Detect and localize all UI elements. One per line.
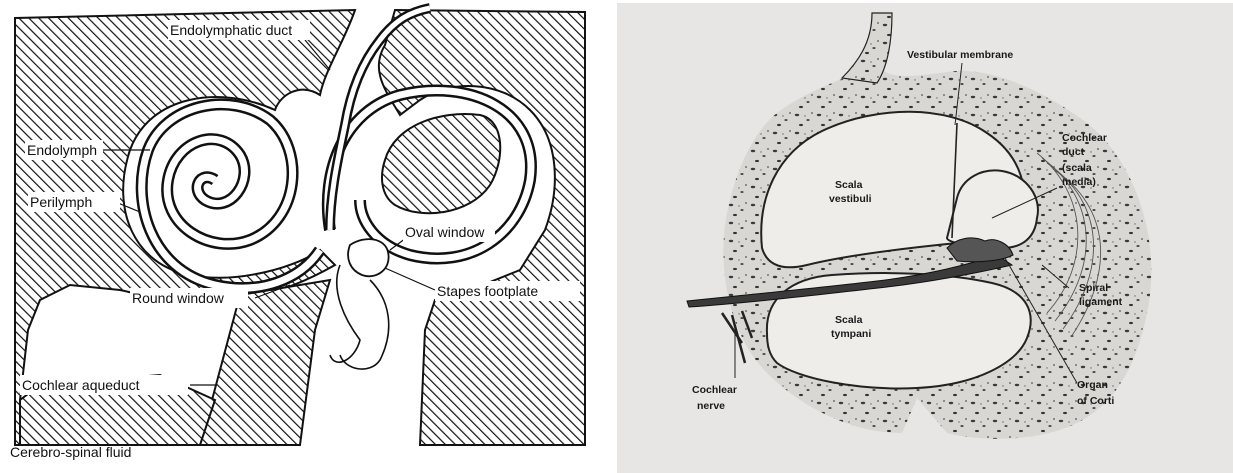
label-perilymph-text: Perilymph: [30, 194, 92, 210]
label-scala-vestibuli-1: Scala: [835, 179, 863, 191]
label-stapes-footplate-text: Stapes footplate: [437, 283, 538, 299]
inner-ear-fluid-diagram: Endolymphatic duct Endolymph Perilymph O…: [0, 0, 600, 473]
label-cochlear-duct-4: media): [1062, 176, 1096, 188]
label-cochlear-duct-1: Cochlear: [1062, 132, 1107, 144]
label-cochlear-nerve-2: nerve: [697, 400, 725, 412]
label-cochlear-nerve-1: Cochlear: [692, 384, 737, 396]
label-oval-window: Oval window: [403, 222, 495, 242]
stapes: [330, 265, 389, 369]
inner-ear-fluid-drawing: Endolymphatic duct Endolymph Perilymph O…: [0, 0, 600, 473]
stapes-footplate: [348, 239, 389, 276]
label-endolymphatic-duct: Endolymphatic duct: [168, 20, 310, 40]
cochlea-cross-section-diagram: Vestibular membrane Cochlear duct (scala…: [617, 3, 1233, 473]
label-spiral-ligament-1: Spiral: [1079, 282, 1108, 294]
label-cochlear-aqueduct: Cochlear aqueduct: [20, 375, 188, 395]
label-cochlear-aqueduct-text: Cochlear aqueduct: [22, 377, 140, 393]
label-cochlear-duct-2: duct: [1062, 146, 1085, 158]
label-endolymph: Endolymph: [25, 140, 103, 160]
label-organ-of-corti-2: of Corti: [1077, 395, 1114, 407]
label-cerebrospinal-fluid: Cerebro-spinal fluid: [10, 444, 131, 460]
label-stapes-footplate: Stapes footplate: [435, 281, 580, 301]
label-perilymph: Perilymph: [28, 192, 120, 212]
cochlea-cross-section-drawing: Vestibular membrane Cochlear duct (scala…: [617, 3, 1233, 473]
label-scala-vestibuli-2: vestibuli: [829, 193, 872, 205]
label-scala-tympani-2: tympani: [831, 328, 871, 340]
label-oval-window-text: Oval window: [405, 224, 485, 240]
label-cochlear-duct-3: (scala: [1062, 162, 1092, 174]
label-scala-tympani-1: Scala: [835, 314, 863, 326]
label-vestibular-membrane: Vestibular membrane: [907, 49, 1013, 61]
label-round-window: Round window: [130, 288, 248, 308]
label-organ-of-corti-1: Organ: [1077, 379, 1108, 391]
label-round-window-text: Round window: [132, 290, 225, 306]
label-endolymph-text: Endolymph: [27, 142, 97, 158]
canal-island: [382, 114, 500, 213]
label-endolymphatic-duct-text: Endolymphatic duct: [170, 22, 292, 38]
label-spiral-ligament-2: ligament: [1079, 296, 1123, 308]
